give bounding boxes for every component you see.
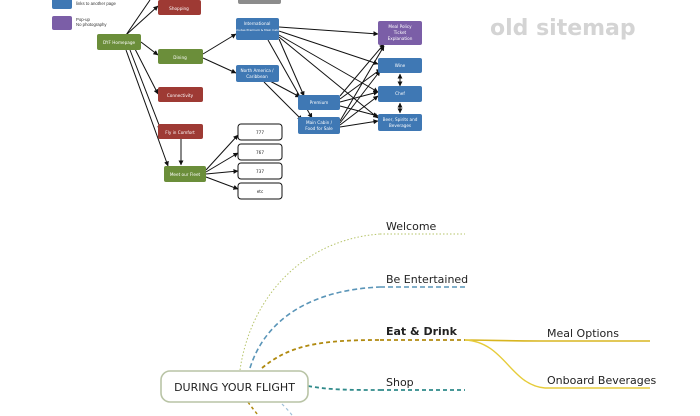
svg-text:Premium: Premium bbox=[310, 100, 329, 105]
node-homepage: DYF Homepage bbox=[97, 34, 141, 50]
branch-curve-eat-drink bbox=[261, 339, 381, 369]
node-shopping: Shopping bbox=[158, 0, 201, 15]
branch-label-eat-drink: Eat & Drink bbox=[386, 325, 458, 338]
node-fleet-737: 737 bbox=[237, 162, 283, 180]
branch-curve-cropped-1 bbox=[247, 401, 260, 416]
branch-label-be-entertained: Be Entertained bbox=[386, 273, 468, 286]
legend: links to another page Pop-up No photogra… bbox=[52, 0, 117, 30]
legend-swatch-link bbox=[52, 0, 72, 9]
node-meet-our-fleet: Meet our Fleet bbox=[164, 166, 206, 182]
svg-text:North America /: North America / bbox=[240, 68, 274, 73]
svg-text:Wine: Wine bbox=[395, 63, 406, 68]
sitemap-title: old sitemap bbox=[490, 16, 636, 41]
svg-text:International: International bbox=[244, 21, 271, 26]
svg-text:Fly in Comfort: Fly in Comfort bbox=[165, 130, 195, 135]
branch-label-welcome: Welcome bbox=[386, 220, 437, 233]
svg-text:(includes Premium & Main Cabin: (includes Premium & Main Cabin) bbox=[232, 28, 282, 32]
sub-branch-curve-meal-options bbox=[464, 339, 541, 342]
node-fleet-etc: etc bbox=[237, 182, 283, 200]
branch-curve-welcome bbox=[239, 233, 381, 371]
sub-branch-label-meal-options: Meal Options bbox=[547, 327, 619, 340]
svg-text:737: 737 bbox=[256, 169, 264, 174]
svg-text:Chef: Chef bbox=[395, 91, 405, 96]
svg-text:Caribbean: Caribbean bbox=[246, 74, 268, 79]
node-main-cabin: Main Cabin / Food for Sale bbox=[298, 117, 340, 134]
svg-text:777: 777 bbox=[256, 130, 264, 135]
sub-branch-label-onboard-beverages: Onboard Beverages bbox=[547, 374, 656, 387]
svg-text:Main Cabin /: Main Cabin / bbox=[306, 120, 333, 125]
node-cropped-gray bbox=[238, 0, 281, 4]
node-beer-spirits: Beer, Spirits and Beverages bbox=[378, 114, 422, 131]
mind-map-root: DURING YOUR FLIGHT bbox=[160, 370, 309, 403]
node-fleet-777: 777 bbox=[237, 123, 283, 141]
node-fleet-767: 767 bbox=[237, 143, 283, 161]
node-premium: Premium bbox=[298, 95, 340, 110]
node-fly-in-comfort: Fly in Comfort bbox=[158, 124, 203, 139]
node-connectivity: Connectivity bbox=[158, 87, 203, 102]
sub-branch-curve-onboard-beverages bbox=[464, 339, 546, 389]
legend-label-popup-1: Pop-up bbox=[76, 17, 90, 22]
svg-text:Beverages: Beverages bbox=[389, 123, 411, 128]
svg-text:Meet our Fleet: Meet our Fleet bbox=[170, 172, 201, 177]
svg-text:etc: etc bbox=[257, 189, 264, 194]
svg-text:DYF Homepage: DYF Homepage bbox=[103, 40, 136, 45]
branch-curve-shop bbox=[307, 385, 381, 391]
svg-text:Dining: Dining bbox=[173, 55, 187, 60]
sitemap-nodes: DYF Homepage Shopping Dining Connectivit… bbox=[97, 0, 422, 200]
svg-text:767: 767 bbox=[256, 150, 264, 155]
node-chef: Chef bbox=[378, 86, 422, 102]
svg-text:Beer, Spirits and: Beer, Spirits and bbox=[383, 117, 418, 122]
sitemap-connectors bbox=[125, 0, 403, 190]
node-north-america: North America / Caribbean bbox=[236, 65, 279, 82]
legend-label-popup-2: No photography bbox=[76, 22, 107, 27]
legend-swatch-popup bbox=[52, 16, 72, 30]
svg-text:Shopping: Shopping bbox=[169, 6, 189, 11]
node-dining: Dining bbox=[158, 49, 203, 64]
svg-text:Food for Sale: Food for Sale bbox=[305, 126, 333, 131]
branch-curve-be-entertained bbox=[249, 286, 381, 369]
svg-text:Ticket: Ticket bbox=[393, 30, 407, 35]
branch-label-shop: Shop bbox=[386, 376, 414, 389]
svg-text:Connectivity: Connectivity bbox=[167, 93, 194, 98]
node-meal-policy: Meal Policy Ticket Explanation bbox=[378, 21, 422, 45]
branch-curve-cropped-2 bbox=[281, 403, 294, 416]
svg-text:Meal Policy: Meal Policy bbox=[388, 24, 412, 29]
svg-text:Explanation: Explanation bbox=[388, 36, 413, 41]
legend-label-link: links to another page bbox=[76, 1, 117, 6]
mind-map: Welcome Be Entertained Eat & Drink Shop … bbox=[160, 220, 656, 416]
node-international: International (includes Premium & Main C… bbox=[232, 18, 282, 40]
root-label: DURING YOUR FLIGHT bbox=[174, 381, 295, 394]
node-wine: Wine bbox=[378, 58, 422, 73]
